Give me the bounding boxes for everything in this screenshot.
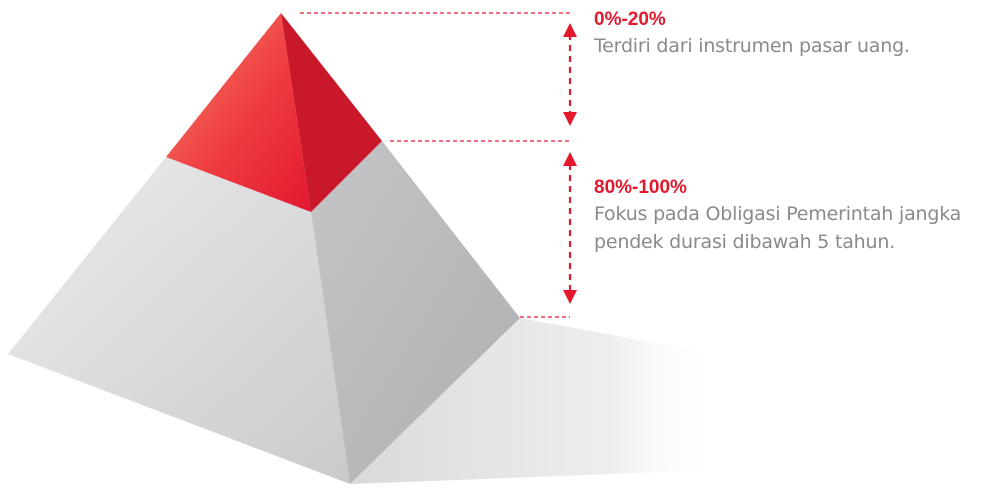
top-tier-range-arrow [563,23,577,126]
pyramid-tip-left-face [166,13,311,212]
top-tier-description: Terdiri dari instrumen pasar uang. [594,35,910,57]
top-tier-percentage: 0%-20% [594,9,666,30]
bottom-tier-description: Fokus pada Obligasi Pemerintah jangka pe… [594,203,962,253]
bottom-tier-label: 80%-100% Fokus pada Obligasi Pemerintah … [594,176,990,256]
pyramid-tip-right-face [281,13,382,212]
pyramid-right-face-bottom [311,141,520,484]
top-tier-label: 0%-20% Terdiri dari instrumen pasar uang… [594,8,990,60]
bottom-tier-percentage: 80%-100% [594,177,687,198]
bottom-tier-range-arrow [563,152,577,304]
pyramid-left-face-bottom [8,157,350,484]
pyramid-ground-shadow [350,318,720,484]
